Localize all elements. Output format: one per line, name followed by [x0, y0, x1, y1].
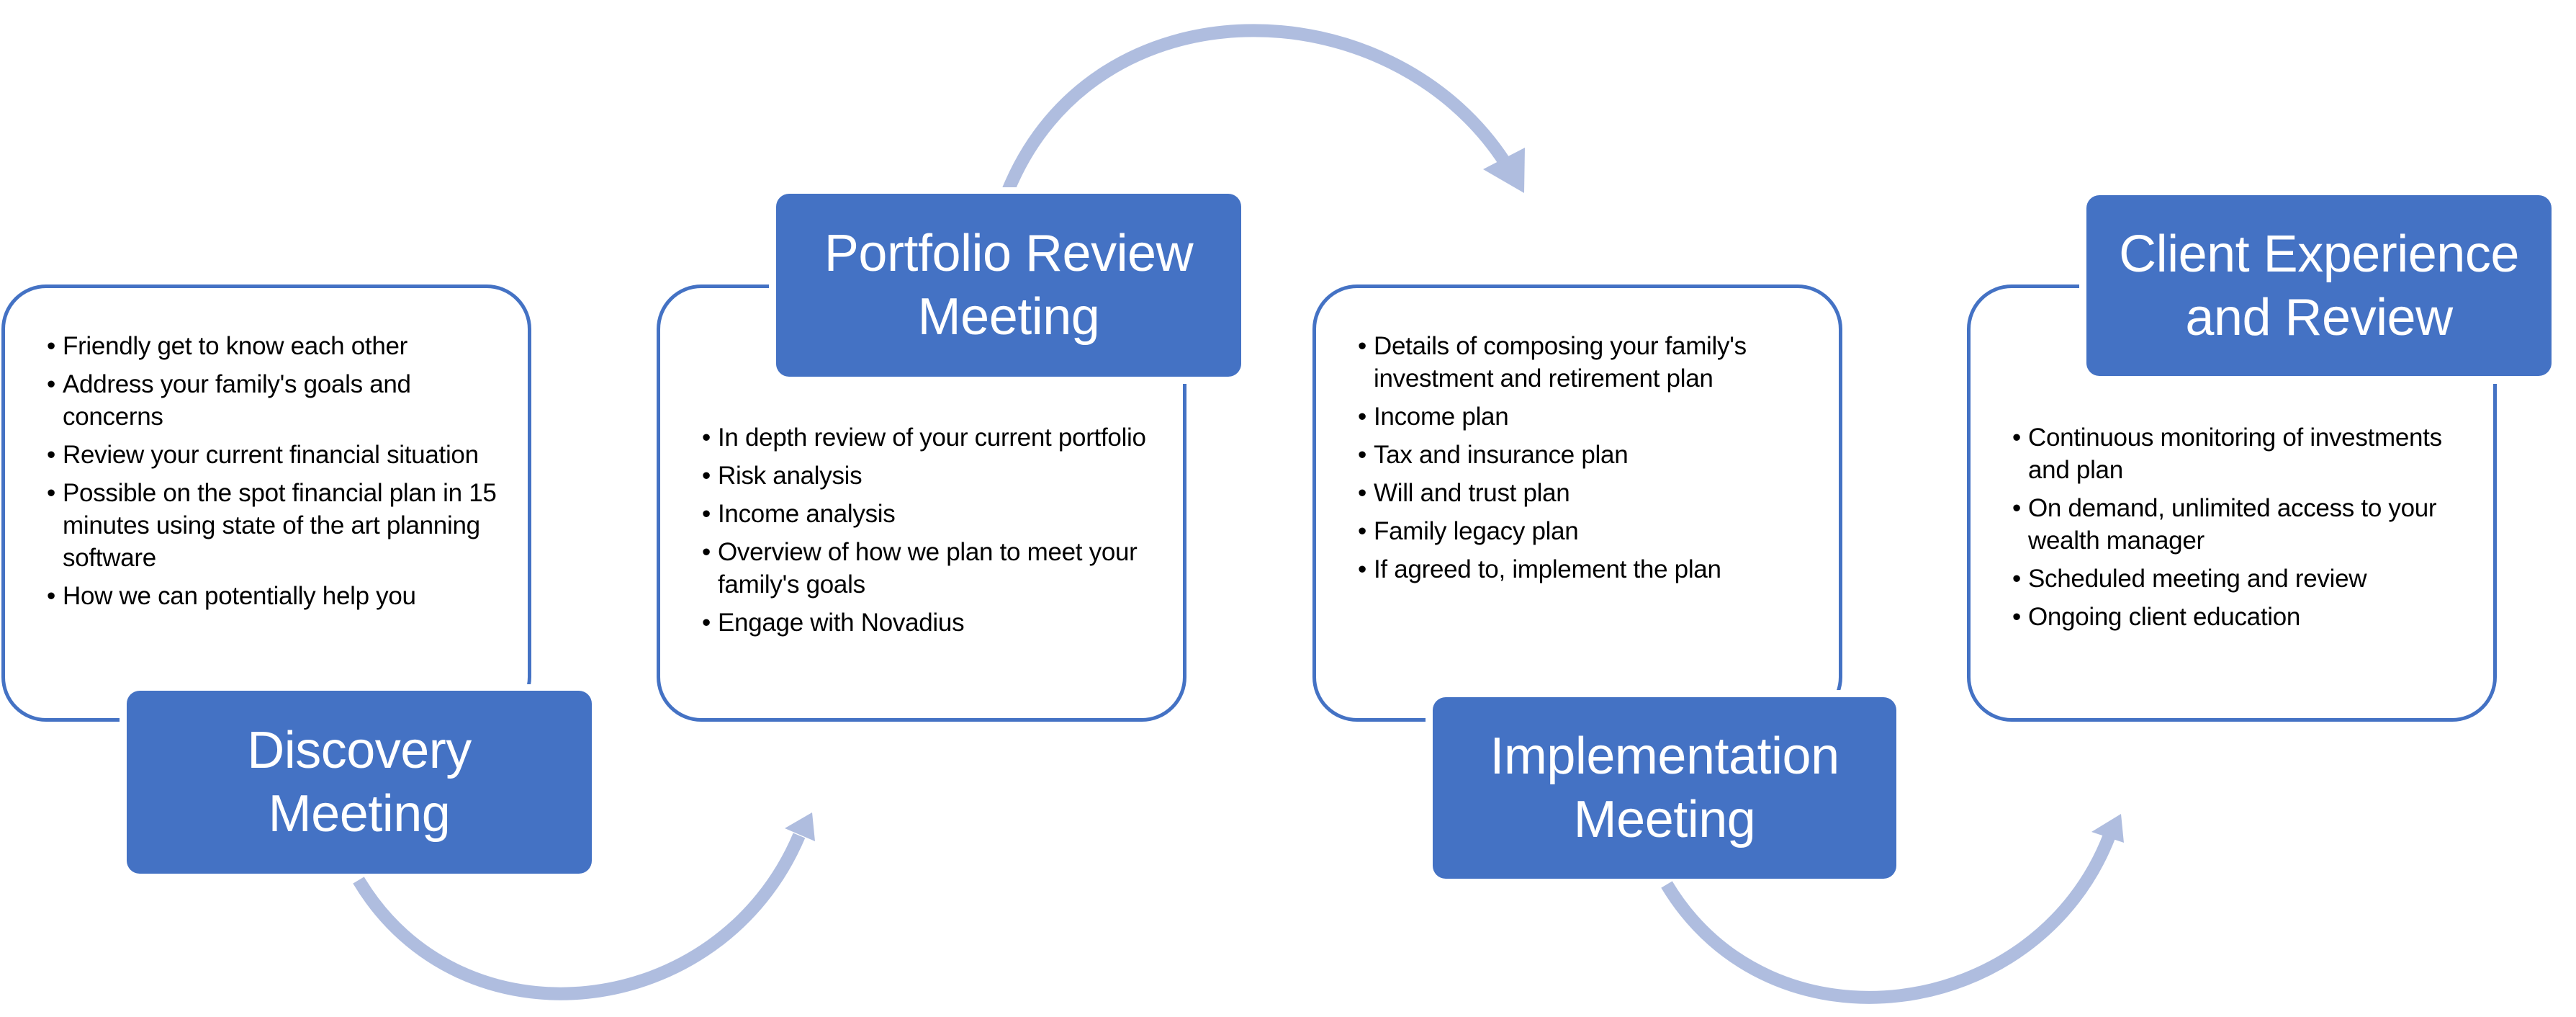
- bullet-item: • Family legacy plan: [1358, 515, 1810, 547]
- bullet-item: • How we can potentially help you: [47, 580, 499, 612]
- step-card-implementation: • Details of composing your family's inve…: [1312, 285, 1842, 722]
- bullet-icon: •: [1358, 332, 1366, 360]
- arrow-head-bottom-right: [2091, 814, 2124, 843]
- bullet-item: • Tax and insurance plan: [1358, 439, 1810, 471]
- step-card-discovery: • Friendly get to know each other • Address…: [1, 285, 531, 722]
- bullet-text: Details of composing your family's inves…: [1374, 332, 1747, 393]
- bullet-text: Continuous monitoring of investments and…: [2028, 424, 2442, 484]
- bullet-icon: •: [47, 332, 55, 360]
- arrow-curve-bottom-right: [1661, 833, 2116, 1004]
- arrow-head-bottom-left: [785, 812, 815, 841]
- bullet-icon: •: [2012, 565, 2021, 593]
- arrow-curve-top: [1001, 24, 1510, 194]
- bullet-item: • Possible on the spot financial plan in …: [47, 477, 499, 574]
- bullet-item: • Details of composing your family's inve…: [1358, 330, 1810, 395]
- bullet-text: Income plan: [1374, 403, 1509, 431]
- bullet-text: Ongoing client education: [2028, 603, 2301, 631]
- title-line: Implementation: [1490, 727, 1839, 785]
- bullet-text: Address your family's goals and concerns: [63, 370, 411, 431]
- bullet-icon: •: [702, 609, 711, 637]
- bullet-icon: •: [702, 500, 711, 528]
- bullet-text: If agreed to, implement the plan: [1374, 555, 1721, 583]
- arrow-portfolio-to-implementation: [1001, 24, 1525, 194]
- bullet-item: • If agreed to, implement the plan: [1358, 553, 1810, 586]
- bullet-text: Will and trust plan: [1374, 479, 1570, 507]
- bullet-item: •Income analysis: [702, 498, 1154, 530]
- bullet-text: How we can potentially help you: [63, 582, 416, 610]
- bullet-text: Tax and insurance plan: [1374, 441, 1629, 469]
- bullet-item: • Review your current financial situation: [47, 439, 499, 471]
- step-title-client-experience: Client Experience and Review: [2086, 195, 2552, 376]
- bullet-item: • Income plan: [1358, 400, 1810, 433]
- step-title-implementation: Implementation Meeting: [1433, 697, 1896, 879]
- bullet-text: Overview of how we plan to meet your fam…: [718, 538, 1138, 599]
- bullet-icon: •: [702, 424, 711, 452]
- bullet-item: •On demand, unlimited access to your wea…: [2012, 492, 2464, 557]
- bullet-text: On demand, unlimited access to your weal…: [2028, 494, 2437, 555]
- bullet-icon: •: [1358, 479, 1366, 507]
- bullet-list: •In depth review of your current portfol…: [702, 421, 1154, 645]
- bullet-icon: •: [47, 370, 55, 398]
- title-line: Meeting: [1573, 791, 1756, 848]
- arrow-implementation-to-client: [1661, 814, 2124, 1004]
- bullet-icon: •: [47, 479, 55, 507]
- bullet-text: Possible on the spot financial plan in 1…: [63, 479, 497, 572]
- bullet-icon: •: [702, 538, 711, 566]
- bullet-text: Friendly get to know each other: [63, 332, 408, 360]
- bullet-item: •Continuous monitoring of investments an…: [2012, 421, 2464, 486]
- step-title-portfolio-review: Portfolio Review Meeting: [776, 194, 1241, 377]
- bullet-item: • Friendly get to know each other: [47, 330, 499, 362]
- bullet-text: Family legacy plan: [1374, 517, 1579, 545]
- bullet-icon: •: [702, 462, 711, 490]
- bullet-icon: •: [1358, 517, 1366, 545]
- bullet-item: •Scheduled meeting and review: [2012, 563, 2464, 595]
- title-line: Client Experience: [2119, 225, 2519, 283]
- title-line: Meeting: [917, 288, 1100, 346]
- arrow-head-top: [1483, 148, 1525, 193]
- bullet-item: • Address your family's goals and concern…: [47, 368, 499, 433]
- title-line: and Review: [2185, 288, 2453, 346]
- bullet-icon: •: [1358, 441, 1366, 469]
- bullet-icon: •: [2012, 424, 2021, 452]
- bullet-item: •Risk analysis: [702, 460, 1154, 492]
- title-line: Meeting: [268, 785, 451, 843]
- title-line: Discovery: [247, 722, 472, 779]
- bullet-text: In depth review of your current portfoli…: [718, 424, 1146, 452]
- bullet-list: • Friendly get to know each other • Address…: [47, 330, 499, 618]
- bullet-icon: •: [1358, 555, 1366, 583]
- bullet-item: •Ongoing client education: [2012, 601, 2464, 633]
- bullet-text: Income analysis: [718, 500, 896, 528]
- bullet-icon: •: [2012, 494, 2021, 522]
- arrow-discovery-to-portfolio: [353, 812, 815, 1000]
- bullet-item: •Overview of how we plan to meet your fa…: [702, 536, 1154, 601]
- bullet-icon: •: [47, 441, 55, 469]
- bullet-icon: •: [2012, 603, 2021, 631]
- arrow-curve-bottom-left: [353, 833, 806, 1000]
- bullet-item: •In depth review of your current portfol…: [702, 421, 1154, 454]
- bullet-icon: •: [47, 582, 55, 610]
- bullet-list: • Details of composing your family's inve…: [1358, 330, 1810, 591]
- bullet-text: Scheduled meeting and review: [2028, 565, 2367, 593]
- bullet-list: •Continuous monitoring of investments an…: [2012, 421, 2464, 639]
- title-line: Portfolio Review: [824, 225, 1194, 282]
- bullet-icon: •: [1358, 403, 1366, 431]
- bullet-text: Engage with Novadius: [718, 609, 965, 637]
- bullet-item: • Will and trust plan: [1358, 477, 1810, 509]
- bullet-text: Risk analysis: [718, 462, 863, 490]
- bullet-text: Review your current financial situation: [63, 441, 479, 469]
- bullet-item: •Engage with Novadius: [702, 606, 1154, 639]
- step-title-discovery: Discovery Meeting: [127, 691, 592, 874]
